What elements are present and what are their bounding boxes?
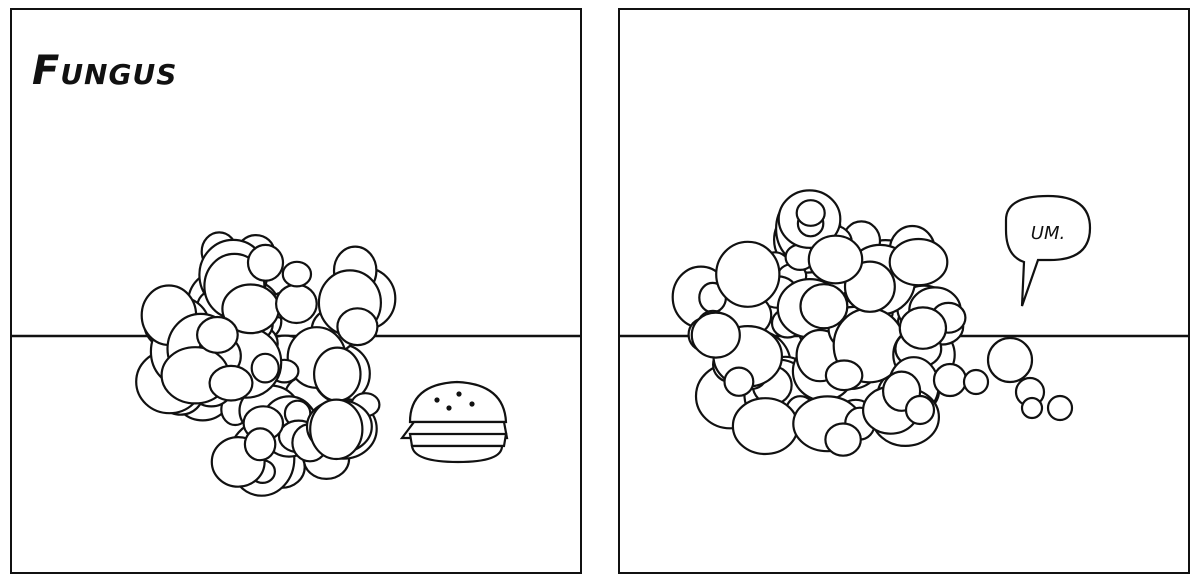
speech-bubble <box>1004 194 1092 307</box>
panel-2-art <box>620 189 1188 457</box>
comic-title: Fungus <box>32 48 178 94</box>
hamburger <box>399 380 509 464</box>
comic-panel-1: Fungus <box>10 8 582 574</box>
comic-panel-2: UM. <box>618 8 1190 574</box>
fungus-blob <box>135 231 397 497</box>
fungus-blob <box>671 189 1074 457</box>
panel-1-art <box>12 231 580 497</box>
speech-bubble-text: UM. <box>1030 223 1066 244</box>
